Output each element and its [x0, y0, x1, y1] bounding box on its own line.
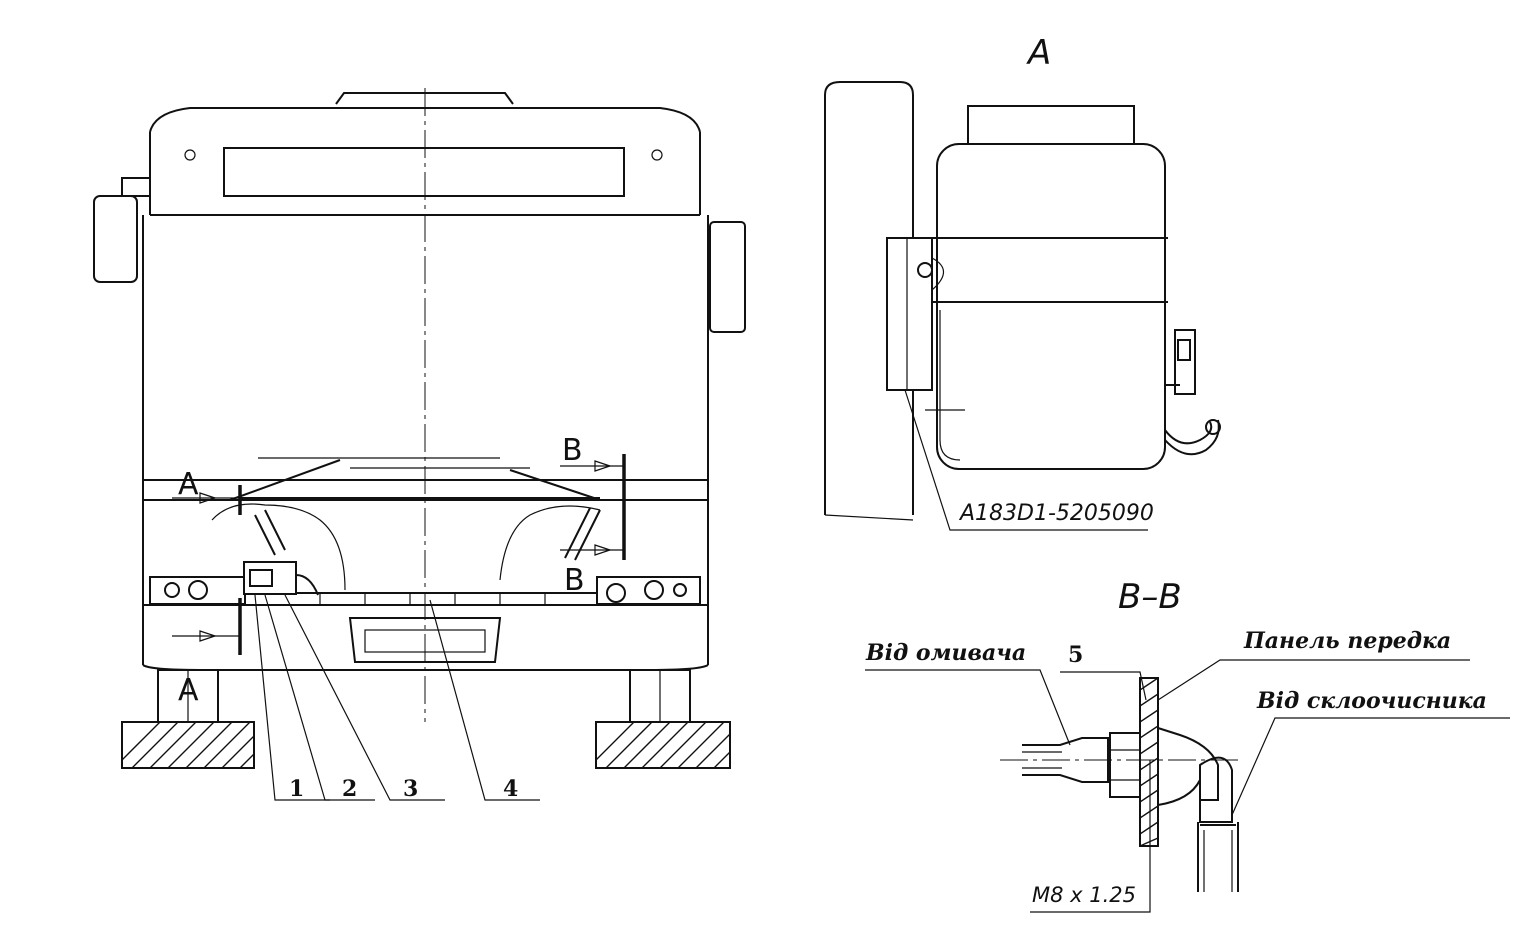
- label-from-wiper: Від склоочисника: [1256, 688, 1487, 714]
- label-front-panel: Панель передка: [1243, 628, 1451, 654]
- section-b-label-top: B: [562, 433, 583, 468]
- view-a-tank: [824, 81, 1221, 531]
- ground-hatch-left: [121, 721, 255, 769]
- callout-3: 3: [403, 776, 418, 802]
- tank-part-number: A183D1-5205090: [958, 501, 1154, 526]
- thread-spec: M8 x 1.25: [1032, 883, 1136, 907]
- bus-front-view: [93, 88, 746, 801]
- panel-hatch: [1139, 677, 1159, 847]
- section-a-label-left: A: [178, 467, 199, 502]
- section-b-label-bottom: B: [564, 563, 585, 598]
- section-bb-nozzle: [865, 659, 1510, 913]
- callout-5: 5: [1068, 642, 1083, 668]
- callout-1: 1: [289, 776, 304, 802]
- section-a-label-bottom: A: [178, 673, 199, 708]
- ground-hatch-right: [595, 721, 731, 769]
- view-a-title: A: [1026, 33, 1051, 73]
- label-from-washer: Від омивача: [865, 640, 1026, 666]
- callout-2: 2: [342, 776, 357, 802]
- section-bb-title: B–B: [1118, 577, 1182, 617]
- callout-4: 4: [503, 776, 518, 802]
